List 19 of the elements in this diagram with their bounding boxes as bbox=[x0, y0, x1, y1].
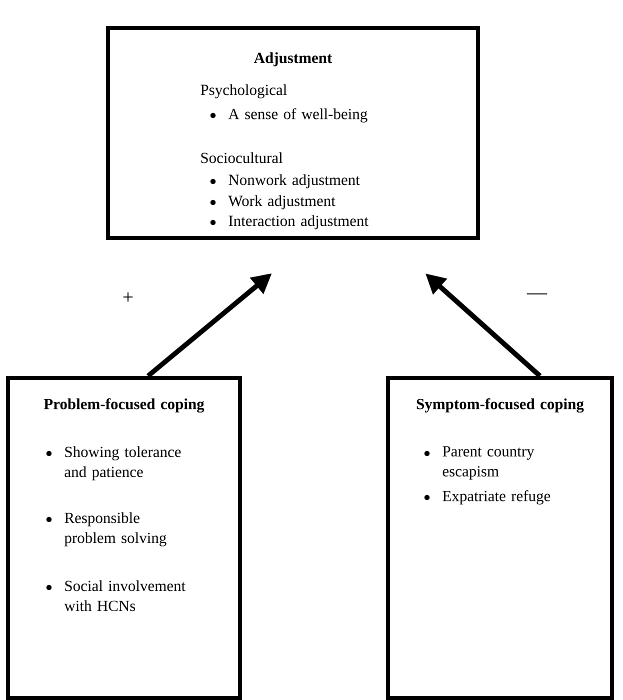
edge-label: — bbox=[526, 293, 548, 294]
bullet-item: Parent country escapism bbox=[442, 446, 534, 480]
bullet-item: Interaction adjustment bbox=[228, 215, 368, 230]
section-heading: Psychological bbox=[200, 84, 287, 98]
bullet-item: Responsible problem solving bbox=[64, 512, 166, 546]
edge-label: + bbox=[123, 292, 133, 302]
bullet-item: Social involvement with HCNs bbox=[64, 580, 186, 612]
section-heading: Sociocultural bbox=[201, 152, 283, 164]
text-box bbox=[106, 26, 480, 240]
bullet-item: Nonwork adjustment bbox=[228, 174, 360, 188]
text-box bbox=[6, 376, 242, 700]
bullet-item: Work adjustment bbox=[228, 195, 336, 210]
box-title: Adjustment bbox=[254, 52, 332, 66]
bullet-item: A sense of well-being bbox=[228, 108, 368, 122]
text-box bbox=[386, 376, 614, 700]
bullet-item: Showing tolerance and patience bbox=[64, 446, 181, 480]
box-title: Symptom-focused coping bbox=[416, 398, 584, 413]
bullet-item: Expatriate refuge bbox=[442, 490, 550, 504]
box-title: Problem-focused coping bbox=[44, 398, 204, 413]
